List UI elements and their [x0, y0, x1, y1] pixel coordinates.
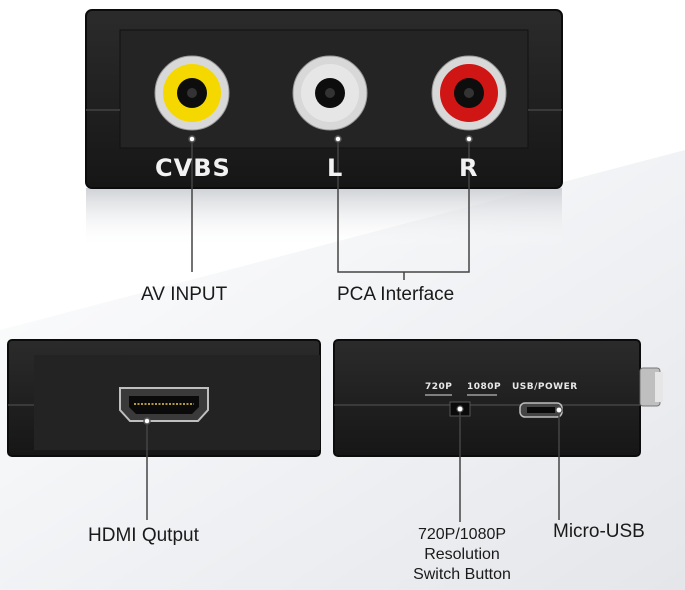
switch-callout-line1: 720P/1080P	[417, 526, 507, 543]
switch-callout: 720P/1080P Resolution Switch Button	[404, 525, 520, 585]
label-720p: 720P	[425, 382, 453, 392]
switch-callout-line3: Switch Button	[413, 566, 511, 583]
label-usb-power: USB/POWER	[512, 382, 578, 392]
pca-interface-callout: PCA Interface	[337, 284, 455, 305]
av-input-callout: AV INPUT	[141, 284, 228, 305]
switch-callout-line2: Resolution	[424, 546, 500, 563]
resolution-switch	[449, 401, 471, 417]
micro-usb-port	[519, 402, 563, 418]
right-label: R	[459, 154, 479, 182]
left-label: L	[327, 154, 344, 182]
callout-lines-top	[191, 142, 470, 280]
left-audio-rca-jack	[292, 55, 368, 131]
right-audio-rca-jack	[431, 55, 507, 131]
cvbs-label: CVBS	[155, 154, 231, 182]
micro-usb-callout: Micro-USB	[553, 521, 645, 542]
cvbs-rca-jack	[154, 55, 230, 131]
label-1080p: 1080P	[467, 382, 502, 392]
hdmi-output-callout: HDMI Qutput	[88, 525, 199, 546]
hdmi-port	[119, 387, 209, 422]
